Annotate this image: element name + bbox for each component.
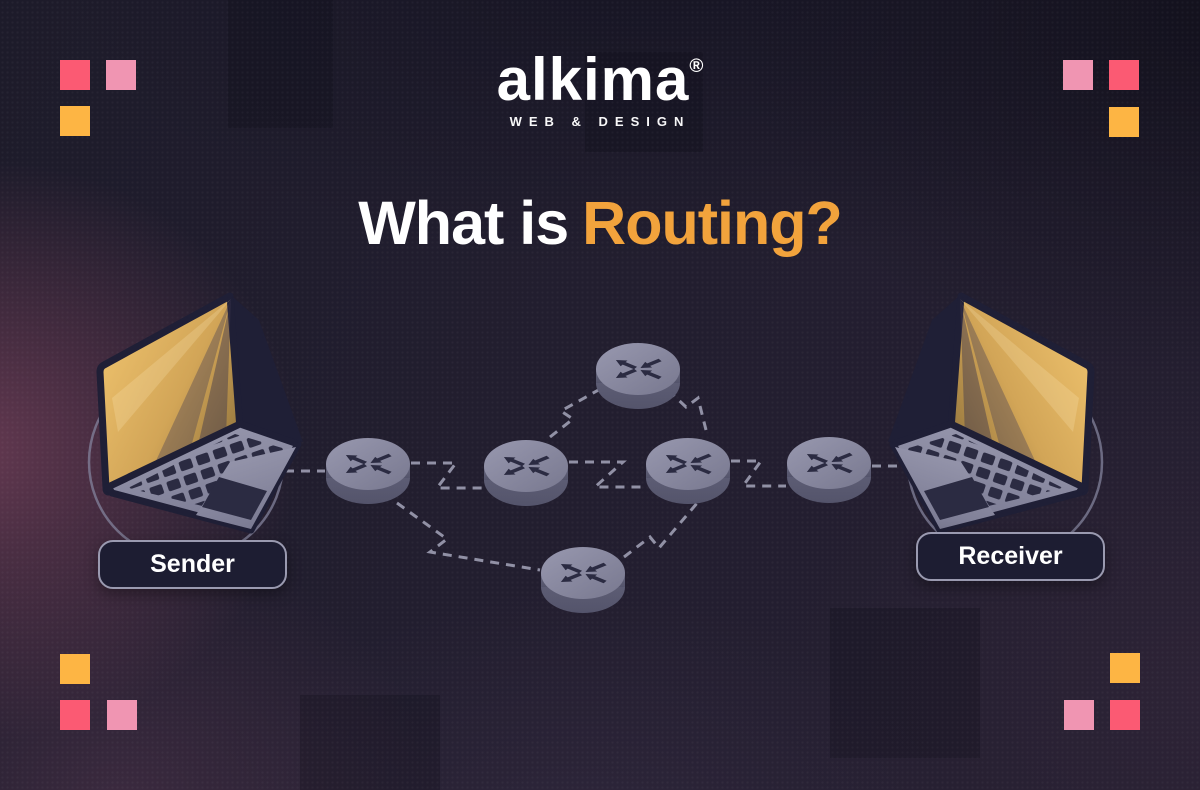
connection-bottom-mid-right (623, 501, 700, 559)
router-icon-top (596, 343, 680, 409)
receiver-label: Receiver (916, 532, 1105, 581)
decor-square-orange (60, 106, 90, 136)
decor-square-red (60, 700, 90, 730)
decor-square-red (1110, 700, 1140, 730)
decor-square-red (60, 60, 90, 90)
connection-mid-left-top (549, 386, 603, 439)
decor-square-pink (1064, 700, 1094, 730)
decor-square-orange (1109, 107, 1139, 137)
connection-top-mid-right (666, 388, 708, 431)
background-square (830, 608, 980, 758)
connection-router-left-bottom (396, 501, 541, 572)
decor-square-pink (1063, 60, 1093, 90)
laptop-sender-illustration (100, 296, 303, 530)
brand-logo-subtitle: WEB & DESIGN (509, 114, 691, 129)
decor-square-pink (107, 700, 137, 730)
connection-mid-left-mid-right (569, 460, 645, 489)
registered-trademark-icon: ® (689, 56, 704, 77)
background-square (300, 695, 440, 790)
sender-label: Sender (98, 540, 287, 589)
brand-logo: alkima® WEB & DESIGN (0, 46, 1200, 130)
background-square (585, 52, 703, 152)
router-icon-left (326, 438, 410, 504)
router-icon-bottom (541, 547, 625, 613)
router-icon-mid-right (646, 438, 730, 504)
router-icon-right (787, 437, 871, 503)
decor-square-pink (106, 60, 136, 90)
brand-logo-wordmark: alkima® (496, 46, 704, 113)
connection-mid-right-right (731, 459, 786, 488)
decor-square-orange (1110, 653, 1140, 683)
page-title-prefix: What is (358, 189, 569, 257)
decor-square-red (1109, 60, 1139, 90)
decor-square-orange (60, 654, 90, 684)
router-icon-mid-left (484, 440, 568, 506)
page-title-highlight: Routing? (582, 189, 843, 257)
background-square (228, 0, 333, 128)
laptop-receiver-illustration (888, 296, 1091, 530)
connection-router-left-mid-left (411, 461, 483, 490)
